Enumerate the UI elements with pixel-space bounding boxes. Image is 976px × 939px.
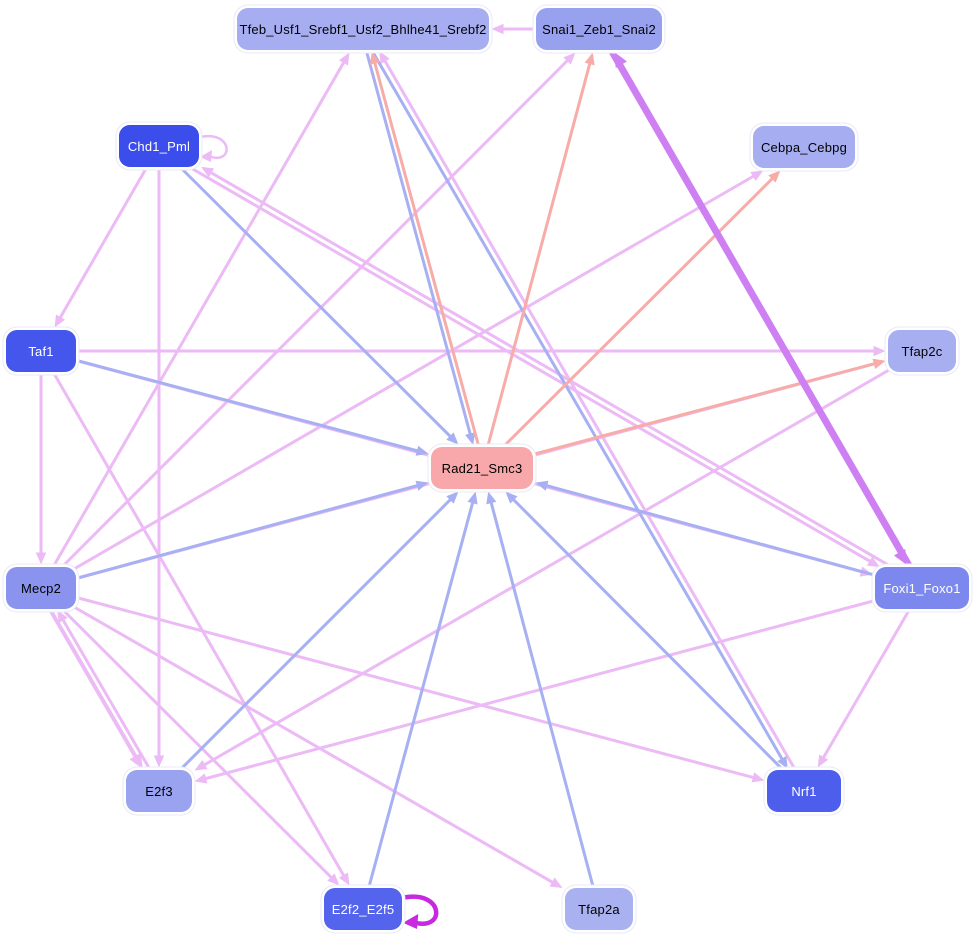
edge-e2f2-e2f2-arrowhead <box>403 914 419 929</box>
edge-chd1-taf1-arrowhead <box>54 314 66 328</box>
node-E2f3[interactable]: E2f3 <box>126 770 192 812</box>
edge-taf1-e2f2-arrowhead <box>338 872 350 886</box>
edge-rad21-tfeb-arrowhead <box>369 51 380 65</box>
edge-tfeb-nrf1-arrowhead <box>777 756 788 770</box>
edge-chd1-foxi1-arrowhead <box>866 556 880 568</box>
edge-foxi1-e2f3-arrowhead <box>194 773 208 784</box>
node-Tfeb_Usf1_Srebf1_Usf2_Bhlhe41_Srebf2[interactable]: Tfeb_Usf1_Srebf1_Usf2_Bhlhe41_Srebf2 <box>237 8 489 50</box>
edge-taf1-e2f2 <box>39 349 347 880</box>
node-Foxi1_Foxo1[interactable]: Foxi1_Foxo1 <box>875 567 969 609</box>
edge-tfeb-rad21 <box>359 28 473 438</box>
edge-mecp2-tfeb-arrowhead <box>338 52 350 66</box>
edge-foxi1-chd1-arrowhead <box>201 166 215 178</box>
edge-e2f3-rad21-arrowhead <box>446 491 459 504</box>
node-Chd1_Pml[interactable]: Chd1_Pml <box>119 125 199 167</box>
node-label: E2f2_E2f5 <box>331 901 395 917</box>
edge-mecp2-rad21-arrowhead <box>415 480 429 491</box>
edge-chd1-chd1 <box>198 134 228 159</box>
edge-rad21-tfeb <box>372 59 486 469</box>
edge-rad21-snai1 <box>480 59 592 470</box>
node-Mecp2[interactable]: Mecp2 <box>6 567 76 609</box>
node-Tfap2c[interactable]: Tfap2c <box>888 330 956 372</box>
edge-mecp2-snai1 <box>39 57 571 590</box>
edge-e2f3-mecp2-arrowhead <box>57 609 68 623</box>
edge-foxi1-nrf1-arrowhead <box>817 754 829 768</box>
node-label: Cebpa_Cebpg <box>760 139 848 155</box>
node-Nrf1[interactable]: Nrf1 <box>767 770 841 812</box>
edge-taf1-mecp2-arrowhead <box>35 552 47 565</box>
edge-snai1-foxi1 <box>595 27 904 557</box>
edge-chd1-rad21-arrowhead <box>446 432 459 445</box>
edge-taf1-rad21 <box>39 349 422 453</box>
edge-mecp2-cebpa-arrowhead <box>750 170 764 182</box>
edge-mecp2-tfeb <box>39 58 347 590</box>
edge-foxi1-snai1 <box>617 60 926 590</box>
edge-rad21-snai1-arrowhead <box>584 52 595 66</box>
edge-taf1-tfap2c-arrowhead <box>873 345 886 357</box>
edge-foxi1-rad21-arrowhead <box>535 480 549 491</box>
node-Tfap2a[interactable]: Tfap2a <box>565 888 633 930</box>
edge-chd1-foxi1 <box>155 147 874 565</box>
edge-mecp2-nrf1-arrowhead <box>751 772 765 783</box>
edge-foxi1-nrf1 <box>820 586 924 762</box>
edge-foxi1-rad21 <box>542 483 924 590</box>
edge-chd1-chd1-arrowhead <box>200 150 212 162</box>
edge-mecp2-e2f2-arrowhead <box>327 873 340 886</box>
edge-e2f2-e2f2 <box>400 894 439 926</box>
node-Taf1[interactable]: Taf1 <box>6 330 76 372</box>
edge-nrf1-rad21-arrowhead <box>505 491 518 504</box>
node-E2f2_E2f5[interactable]: E2f2_E2f5 <box>324 888 402 930</box>
node-label: Rad21_Smc3 <box>441 460 523 476</box>
edge-mecp2-rad21 <box>39 483 422 590</box>
node-label: Tfap2c <box>901 343 943 359</box>
node-label: Chd1_Pml <box>127 138 191 154</box>
edge-tfeb-rad21-arrowhead <box>465 432 476 446</box>
edge-e2f3-mecp2 <box>60 616 164 791</box>
node-label: Snai1_Zeb1_Snai2 <box>542 21 656 37</box>
edge-chd1-e2f3-arrowhead <box>153 755 165 768</box>
edge-tfap2c-e2f3 <box>200 349 924 768</box>
node-label: Tfap2a <box>578 901 620 917</box>
edge-e2f2-rad21-arrowhead <box>467 491 478 505</box>
edge-foxi1-chd1 <box>207 169 926 587</box>
edge-foxi1-snai1-arrowhead <box>613 51 628 68</box>
edge-mecp2-snai1-arrowhead <box>563 52 576 65</box>
edge-tfeb-nrf1 <box>358 29 785 763</box>
edge-nrf1-tfeb <box>382 57 809 791</box>
edge-foxi1-e2f3 <box>201 586 924 781</box>
edge-tfap2a-rad21-arrowhead <box>486 491 497 505</box>
node-label: Foxi1_Foxo1 <box>883 580 961 596</box>
edge-mecp2-nrf1 <box>39 586 758 780</box>
edge-e2f2-rad21 <box>361 498 475 911</box>
edge-rad21-tfap2c-arrowhead <box>872 358 886 369</box>
node-Rad21_Smc3[interactable]: Rad21_Smc3 <box>431 447 533 489</box>
node-label: Nrf1 <box>791 783 817 799</box>
edge-tfap2a-rad21 <box>489 498 601 911</box>
edge-nrf1-tfeb-arrowhead <box>379 50 390 64</box>
edge-snai1-tfeb-arrowhead <box>491 23 504 35</box>
edge-rad21-cebpa <box>480 175 776 470</box>
edge-rad21-tfap2c <box>480 361 879 470</box>
node-label: E2f3 <box>145 783 173 799</box>
node-label: Taf1 <box>28 343 54 359</box>
node-Snai1_Zeb1_Snai2[interactable]: Snai1_Zeb1_Snai2 <box>536 8 662 50</box>
edge-mecp2-e2f3-arrowhead <box>129 752 143 770</box>
node-label: Mecp2 <box>20 580 62 596</box>
edge-chd1-taf1 <box>57 144 161 322</box>
edge-rad21-cebpa-arrowhead <box>768 170 781 183</box>
edge-mecp2-tfap2a-arrowhead <box>549 877 563 889</box>
edge-e2f3-rad21 <box>157 496 454 793</box>
edge-nrf1-rad21 <box>510 496 806 793</box>
node-label: Tfeb_Usf1_Srebf1_Usf2_Bhlhe41_Srebf2 <box>239 21 487 37</box>
edge-mecp2-tfap2a <box>39 586 557 886</box>
edge-mecp2-e2f3 <box>36 587 139 761</box>
edge-chd1-rad21 <box>157 144 454 440</box>
edge-taf1-rad21-arrowhead <box>415 445 429 456</box>
edge-tfap2c-e2f3-arrowhead <box>194 760 208 771</box>
node-Cebpa_Cebpg[interactable]: Cebpa_Cebpg <box>753 126 855 168</box>
edge-mecp2-e2f2 <box>39 586 335 881</box>
